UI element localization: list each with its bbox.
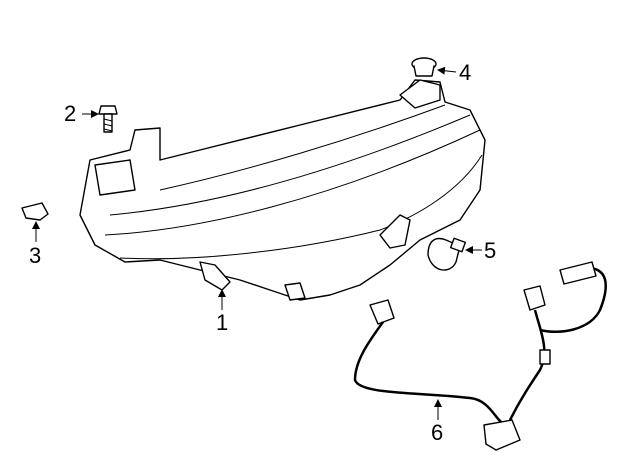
callout-5: 5	[484, 238, 497, 263]
bulb	[427, 237, 467, 271]
bolt	[98, 105, 118, 133]
callout-6: 6	[431, 420, 444, 445]
callout-1: 1	[216, 310, 229, 335]
callout-2: 2	[64, 101, 77, 126]
clip	[21, 202, 49, 221]
callout-3: 3	[29, 243, 42, 268]
cap	[411, 57, 437, 77]
wire-harness	[353, 261, 607, 451]
headlamp-assembly	[79, 79, 486, 301]
leader-4	[437, 66, 457, 75]
callout-4: 4	[459, 60, 472, 85]
